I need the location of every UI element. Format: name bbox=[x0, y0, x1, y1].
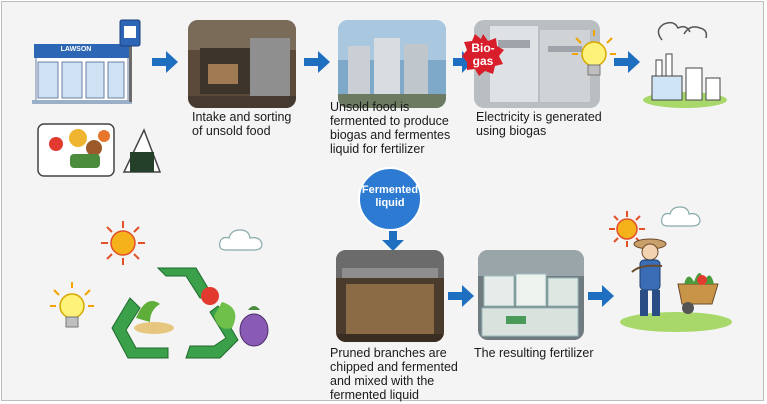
recycle-symbol-icon bbox=[106, 262, 246, 362]
flow-arrow-electricity-to-grid bbox=[612, 49, 642, 80]
flow-arrow-chipping-to-fertilizer bbox=[446, 283, 476, 314]
flow-arrow-store-to-intake bbox=[150, 49, 180, 80]
flow-arrow-intake-to-ferment bbox=[302, 49, 332, 80]
chipping-photo bbox=[336, 250, 444, 342]
ferment-caption: Unsold food is fermented to produce biog… bbox=[330, 100, 451, 156]
flow-arrow-ferment-to-electricity bbox=[452, 49, 474, 80]
generator-photo bbox=[474, 20, 600, 108]
biogas-badge-label: Bio- gas bbox=[471, 41, 495, 68]
bento-and-onigiri-illustration bbox=[34, 118, 164, 180]
cloud-icon bbox=[218, 228, 264, 254]
sun-icon-right bbox=[608, 210, 646, 248]
chipping-caption: Pruned branches are chipped and fermente… bbox=[330, 346, 458, 402]
fertilizer-bags-photo bbox=[478, 250, 584, 340]
sun-icon bbox=[100, 220, 146, 266]
cloud-icon-right bbox=[660, 206, 702, 228]
intake-caption: Intake and sorting of unsold food bbox=[192, 110, 292, 138]
lightbulb-icon-left bbox=[50, 282, 94, 334]
biogas-badge bbox=[461, 33, 505, 77]
convenience-store-illustration bbox=[30, 18, 150, 108]
electricity-caption: Electricity is generated using biogas bbox=[476, 110, 602, 138]
farmer-with-vegetables-illustration bbox=[614, 234, 734, 334]
store-sign-text: LAWSON bbox=[60, 46, 92, 53]
flow-arrow-liquid-down bbox=[380, 230, 406, 257]
eggplant-icon bbox=[236, 300, 272, 348]
fermented-liquid-badge bbox=[352, 166, 428, 232]
lightbulb-icon bbox=[572, 30, 616, 82]
fermentation-plant-photo bbox=[338, 20, 446, 108]
fermented-liquid-badge-label: Fermented liquid bbox=[361, 184, 419, 209]
flow-arrow-fertilizer-to-farm bbox=[586, 283, 616, 314]
fertilizer-caption: The resulting fertilizer bbox=[474, 346, 594, 360]
factory-city-illustration bbox=[640, 20, 730, 110]
intake-sorting-photo bbox=[188, 20, 296, 108]
